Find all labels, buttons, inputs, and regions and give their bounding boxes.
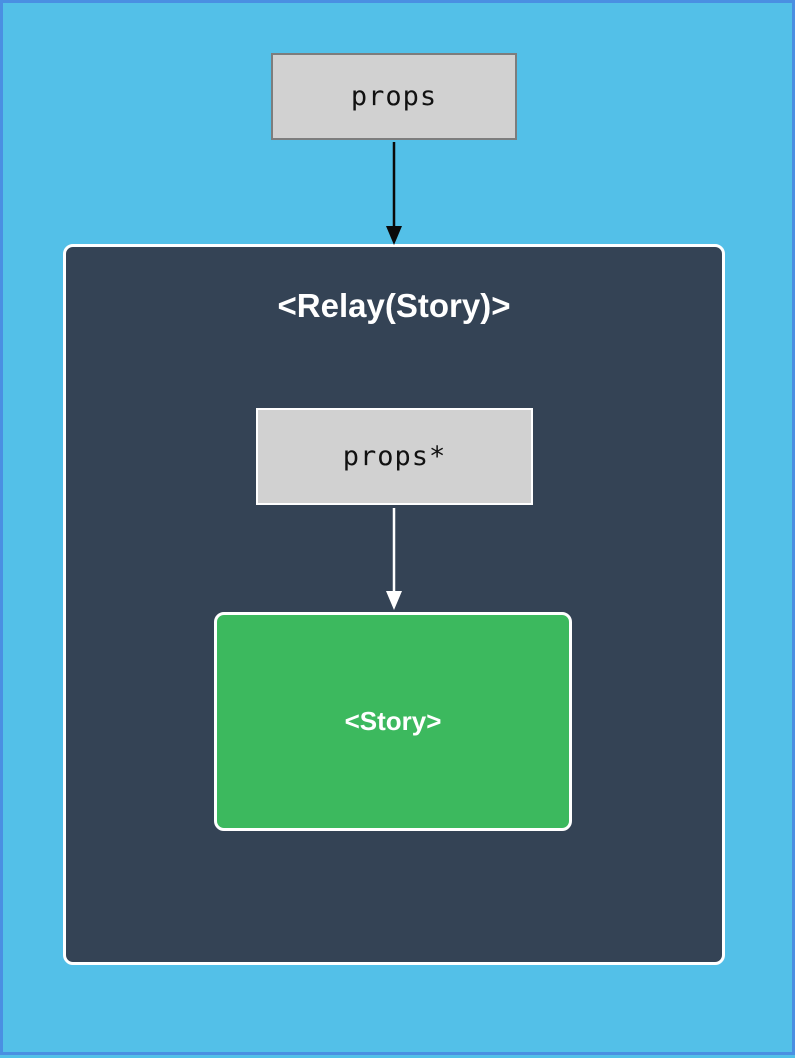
props-star-label: props*	[342, 441, 447, 472]
props-box: props	[271, 53, 517, 140]
story-box: <Story>	[214, 612, 572, 831]
props-label: props	[350, 81, 438, 112]
story-label: <Story>	[344, 706, 442, 736]
arrow-down-dark-icon	[386, 142, 402, 245]
relay-container: <Relay(Story)> props* <Story>	[63, 244, 725, 965]
relay-container-title: <Relay(Story)>	[277, 287, 511, 324]
props-star-box: props*	[256, 408, 533, 505]
